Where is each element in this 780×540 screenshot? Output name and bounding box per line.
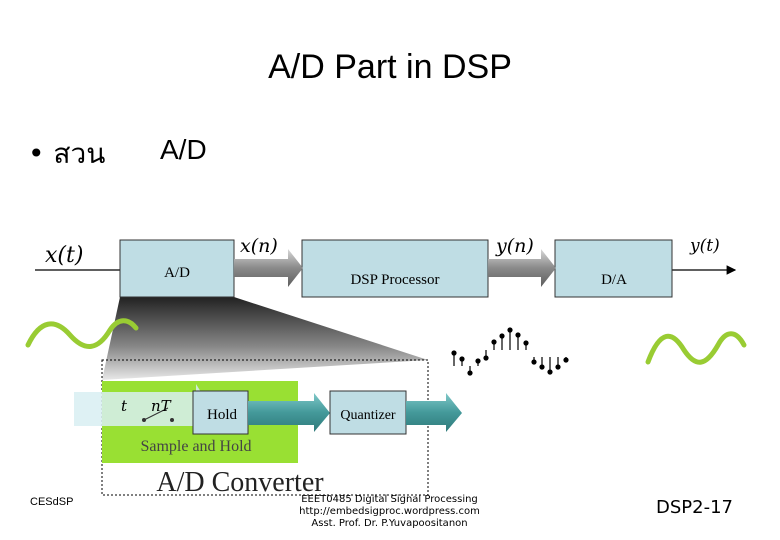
t-label: t <box>121 397 128 415</box>
arrow-quantizer-out <box>406 393 462 432</box>
bullet-ad-text: A/D <box>160 134 207 165</box>
quantizer-block <box>329 390 407 435</box>
dsp-processor-block <box>301 239 489 298</box>
arrow-hold-to-quantizer <box>248 393 330 432</box>
da-block <box>554 239 673 298</box>
footer-left-text: CESdSP <box>30 496 74 508</box>
output-signal-label: y(t) <box>689 236 720 256</box>
sample-and-hold-label: Sample and Hold <box>140 438 251 455</box>
quantizer-block-label: Quantizer <box>340 408 396 423</box>
ad-block <box>119 239 235 298</box>
footer-author: Asst. Prof. Dr. P.Yuvapoositanon <box>311 518 468 529</box>
slide-title: A/D Part in DSP <box>268 48 512 86</box>
xn-signal-label: x(n) <box>240 235 278 257</box>
yn-signal-label: y(n) <box>495 235 534 257</box>
hold-block-label: Hold <box>207 407 238 423</box>
arrow-dsp-to-da <box>488 249 556 287</box>
digital-samples <box>451 327 569 376</box>
slide-number: DSP2-17 <box>656 497 733 518</box>
footer-course: EEET0485 Digital Signal Processing <box>301 494 478 505</box>
ad-converter-label: A/D Converter <box>156 467 324 498</box>
ad-converter-boundary <box>101 359 429 496</box>
bullet-text: • สวน <box>28 137 106 170</box>
zoom-funnel <box>102 297 428 380</box>
sampler-switch <box>143 407 169 421</box>
footer-url: http://embedsigproc.wordpress.com <box>299 506 480 517</box>
ad-block-label: A/D <box>164 265 190 281</box>
input-analog-wave <box>25 318 139 349</box>
dsp-block-label: DSP Processor <box>350 272 439 288</box>
sampler-arrow <box>74 384 212 433</box>
footer-center-text: EEET0485 Digital Signal Processing http:… <box>282 494 497 530</box>
switch-contact-right <box>170 418 174 422</box>
nT-label: nT <box>151 397 172 415</box>
arrow-ad-to-dsp <box>234 249 303 287</box>
hold-block <box>192 390 249 435</box>
da-block-label: D/A <box>601 272 627 288</box>
switch-contact-left <box>142 418 146 422</box>
output-analog-wave <box>645 331 747 365</box>
input-signal-label: x(t) <box>45 243 83 268</box>
